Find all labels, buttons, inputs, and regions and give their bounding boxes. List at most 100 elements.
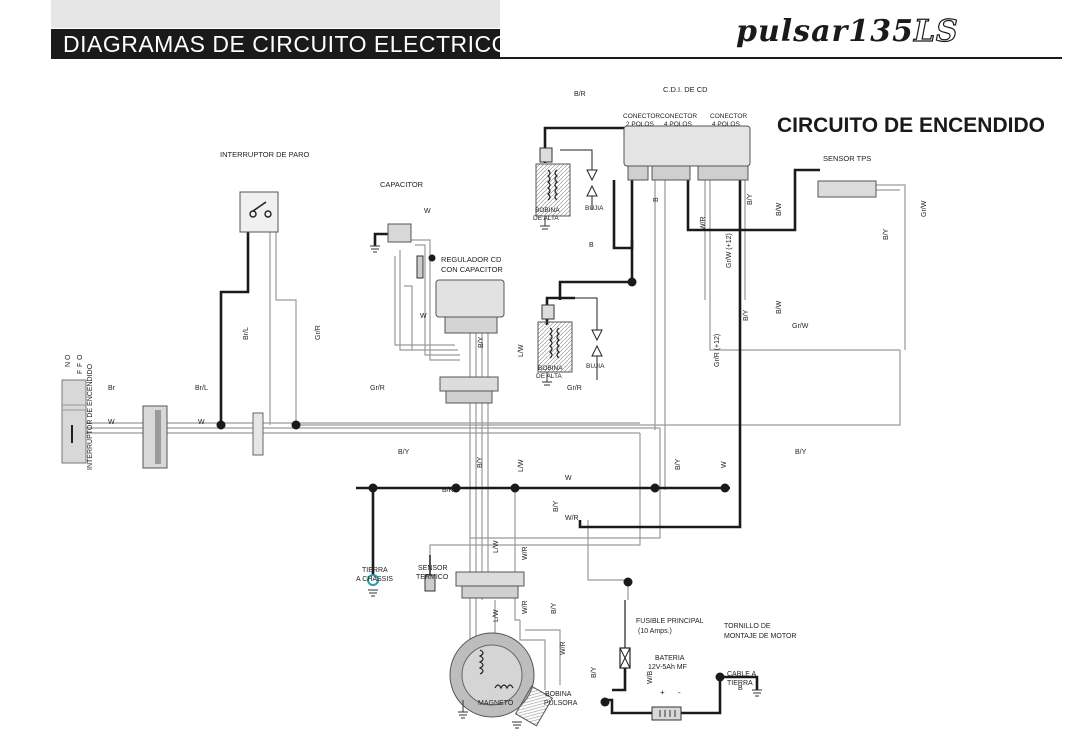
label-on-off-1: O [65, 354, 72, 360]
wire-label: B/W [776, 300, 783, 314]
wire-label: L/W [493, 609, 500, 622]
label-sensor-tps: SENSOR TPS [823, 154, 871, 163]
wire-label: W/R [522, 546, 529, 560]
magneto [449, 632, 554, 729]
label-bobina-mid-1: BOBINA [538, 365, 563, 372]
wire-label: Gr/R [315, 325, 322, 340]
label-interruptor-paro: INTERRUPTOR DE PARO [220, 150, 309, 159]
coil-top [535, 147, 598, 230]
wire-label: B/Y [795, 449, 807, 456]
wire-label: W [108, 419, 115, 426]
label-bobina-pulsora-2: PULSORA [544, 700, 578, 707]
wire-label: W/B [647, 670, 654, 684]
label-magneto: MAGNETO [478, 700, 514, 707]
cdi-unit [623, 125, 751, 181]
wire-label: B/Y [477, 456, 484, 468]
wire-label: W [420, 313, 427, 320]
label-bobina-top-2: DE ALTA [533, 215, 559, 222]
wire-label: W/R [565, 515, 579, 522]
label-on-off-2: N [65, 362, 72, 367]
wire-label: Gr/W [921, 200, 928, 217]
wire-label: Gr/R [370, 385, 385, 392]
battery [651, 706, 682, 721]
wire-label: B/Y [591, 666, 598, 678]
wire-label: B/Y [553, 500, 560, 512]
main-fuse [619, 600, 631, 669]
regulator [416, 255, 505, 404]
junction-dot [291, 420, 301, 430]
brand-logo-prefix: pulsar135 [736, 14, 914, 49]
wire-label: Gr/W (+12) [726, 233, 733, 268]
label-conector-4b-2: 4 POLOS [712, 121, 740, 128]
label-cable-2: TIERRA [727, 680, 753, 687]
wire-label: Gr/W [792, 323, 809, 330]
thermal-sensor [424, 555, 436, 592]
label-capacitor: CAPACITOR [380, 180, 424, 189]
wire-label: L/W [518, 459, 525, 472]
page-title: DIAGRAMAS DE CIRCUITO ELECTRICO [51, 29, 510, 59]
label-sensor-termico-1: SENSOR [418, 565, 448, 572]
wire-label: W/R [560, 641, 567, 655]
component-labels: INTERRUPTOR DE PARO CAPACITOR REGULADOR … [65, 85, 871, 707]
junction-dot [715, 672, 725, 682]
label-interruptor-encendido: INTERRUPTOR DE ENCENDIDO [87, 363, 94, 470]
label-fusible-2: (10 Amps.) [638, 628, 672, 635]
label-bateria-1: BATERIA [655, 655, 685, 662]
wire-label: W [424, 208, 431, 215]
junction-dot [451, 483, 461, 493]
label-tornillo-1: TORNILLO DE [724, 623, 771, 630]
brand-logo-suffix: LS [913, 13, 959, 49]
wire-label: L/W [493, 540, 500, 553]
wire-label: B/K [442, 487, 454, 494]
label-conector-4a-2: 4 POLOS [664, 121, 692, 128]
label-sensor-termico-2: TERMICO [416, 574, 449, 581]
junction-dot [510, 483, 520, 493]
wire-label: W [198, 419, 205, 426]
label-cdi: C.D.I. DE CD [663, 85, 708, 94]
label-conector-2-2: 2 POLOS [626, 121, 654, 128]
wire-labels: B/R W B B W/R B/Y B/W Gr/W B/Y Gr/W (+12… [108, 91, 928, 692]
capacitor [370, 223, 412, 253]
junction-dot [720, 483, 730, 493]
wire-label: B/Y [883, 228, 890, 240]
wire-label: W/R [700, 216, 707, 230]
wire-label: B/Y [675, 458, 682, 470]
label-bobina-mid-2: DE ALTA [536, 373, 562, 380]
label-conector-4b-1: CONECTOR [710, 113, 747, 120]
label-battery-minus: - [678, 688, 681, 697]
junction-dot [428, 254, 436, 262]
header-grey-band [51, 0, 500, 28]
label-tierra-1: TIERRA [362, 567, 388, 574]
wire-label: L/W [518, 344, 525, 357]
label-bujia-mid: BUJIA [586, 363, 605, 370]
label-fusible-1: FUSIBLE PRINCIPAL [636, 618, 704, 625]
section-title: CIRCUITO DE ENCENDIDO [777, 114, 1045, 137]
wire-label: W [565, 475, 572, 482]
wire-label: B/Y [747, 193, 754, 205]
label-bujia-top: BUJIA [585, 205, 604, 212]
header-rule [500, 57, 1062, 59]
wires-black [219, 126, 820, 715]
label-on-off-5: F [77, 370, 84, 374]
wire-label: B/W [776, 202, 783, 216]
label-cable-1: CABLE A [727, 671, 757, 678]
label-regulador-1: REGULADOR CD [441, 255, 502, 264]
wire-label: Gr/R [567, 385, 582, 392]
junction-dot [627, 277, 637, 287]
wire-label: Gr/R (+12) [714, 334, 721, 367]
junction-dot [600, 697, 610, 707]
wire-label: B/Y [398, 449, 410, 456]
stop-switch [239, 191, 279, 233]
junction-dots [216, 254, 730, 707]
label-tierra-2: A CHASSIS [356, 576, 393, 583]
ignition-switch [61, 379, 264, 469]
label-conector-2-1: CONECTOR [623, 113, 660, 120]
engine-ground [752, 689, 762, 697]
coil-middle [537, 297, 603, 386]
label-tornillo-2: MONTAJE DE MOTOR [724, 633, 796, 640]
magneto-connector [455, 571, 525, 599]
wire-label: Br/L [195, 385, 208, 392]
sensor-tps [817, 180, 877, 198]
label-conector-4a-1: CONECTOR [660, 113, 697, 120]
